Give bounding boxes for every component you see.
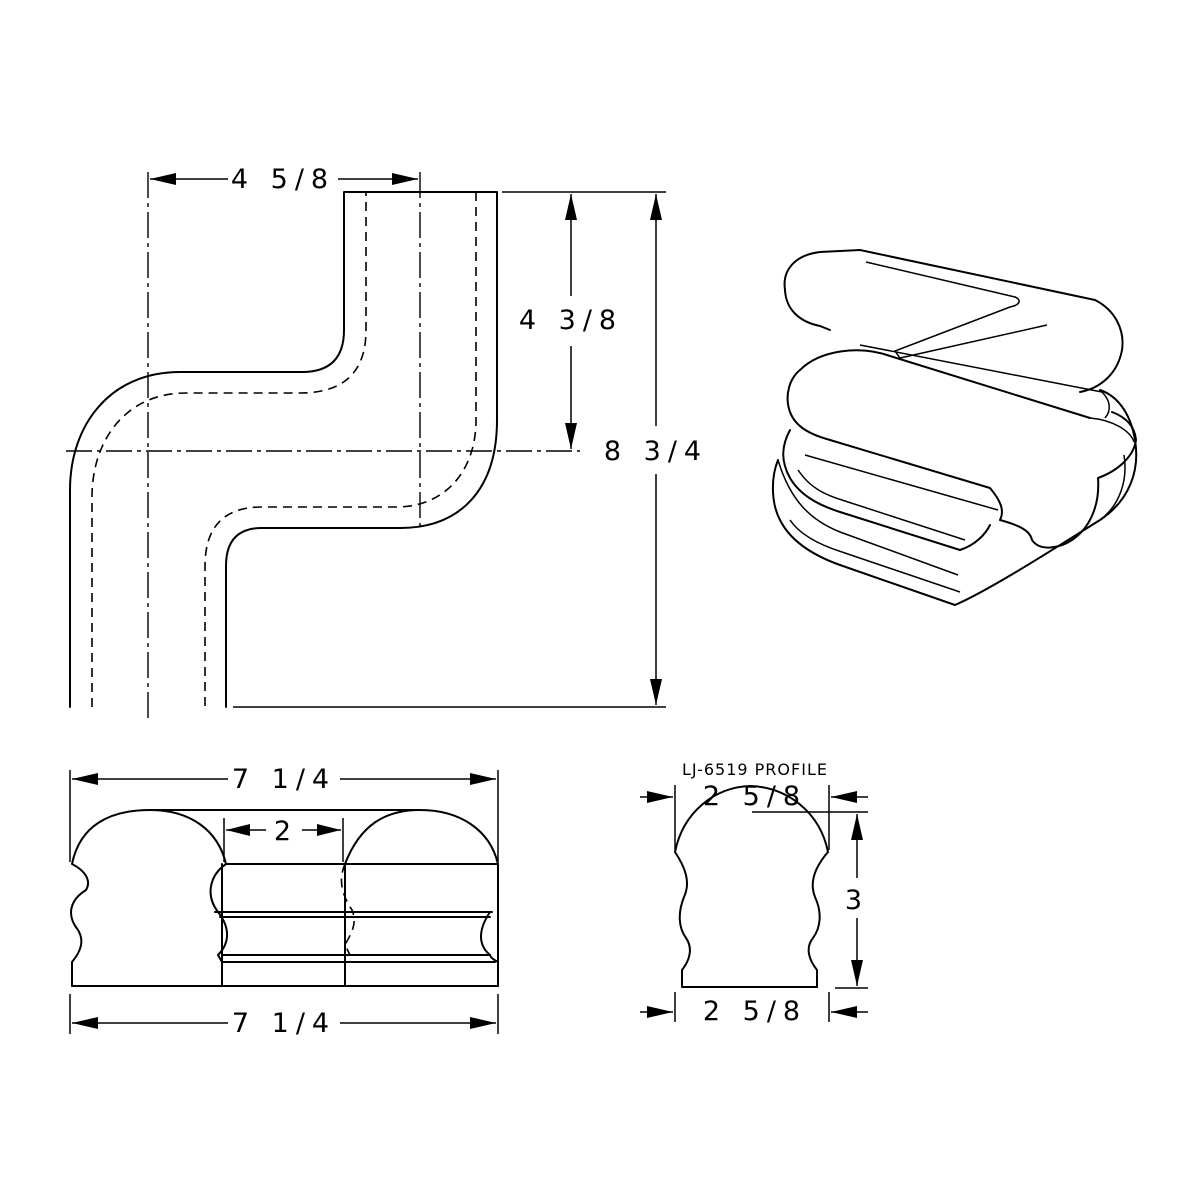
plan-view: 4 5/8 4 3/8 8 3/4 — [66, 164, 708, 722]
dimension-plan-offset: 4 3/8 — [519, 194, 623, 449]
dim-text-profile-top-width: 2 5/8 — [703, 781, 807, 812]
dim-text-profile-bottom-width: 2 5/8 — [703, 996, 807, 1027]
iso-top-rail — [783, 249, 1124, 393]
iso-base-step-2 — [789, 519, 961, 593]
dimension-profile-bottom-width: 2 5/8 — [640, 996, 868, 1027]
iso-top-groove — [865, 261, 1048, 359]
iso-end-profile-2 — [1101, 391, 1110, 419]
iso-bead-line-2 — [804, 454, 999, 511]
dimension-plan-height: 8 3/4 — [604, 194, 708, 705]
profile-view: LJ-6519 PROFILE 2 5/8 3 — [640, 760, 869, 1027]
iso-front-rail-back — [859, 344, 1103, 393]
dim-text-profile-height: 3 — [845, 885, 869, 916]
dim-text-plan-width: 4 5/8 — [231, 164, 335, 195]
iso-base-step — [777, 459, 959, 576]
elevation-right-hidden — [340, 863, 355, 956]
iso-lower-body — [782, 429, 991, 551]
dim-text-plan-offset: 4 3/8 — [519, 305, 623, 336]
dimension-plan-width: 4 5/8 — [150, 164, 418, 195]
plan-hidden-edge-2 — [204, 192, 477, 707]
iso-end-profile — [1089, 417, 1135, 443]
dim-text-elevation-top-length: 7 1/4 — [232, 764, 336, 795]
profile-outline — [674, 785, 829, 988]
dimension-elevation-inner: 2 — [226, 816, 341, 847]
dimension-profile-height: 3 — [845, 814, 869, 986]
iso-front-rail — [786, 369, 1137, 549]
iso-top-rail-underside — [784, 289, 831, 331]
profile-title: LJ-6519 PROFILE — [682, 760, 828, 779]
dimension-profile-top-width: 2 5/8 — [640, 781, 868, 812]
dimension-elevation-bottom-length: 7 1/4 — [72, 1008, 496, 1039]
iso-front-rail-top — [799, 349, 1091, 419]
dim-text-elevation-bottom-length: 7 1/4 — [232, 1008, 336, 1039]
elevation-view: 7 1/4 2 7 1/4 — [69, 764, 499, 1039]
iso-base — [772, 389, 1138, 606]
elevation-left-profile — [70, 809, 228, 987]
isometric-view — [772, 249, 1138, 606]
dim-text-elevation-inner: 2 — [274, 816, 298, 847]
dim-text-plan-height: 8 3/4 — [604, 436, 708, 467]
iso-bead-line — [797, 469, 966, 541]
plan-hidden-edge — [91, 192, 367, 707]
dimension-elevation-top-length: 7 1/4 — [72, 764, 496, 795]
elevation-right-profile — [344, 809, 499, 963]
plan-outline — [69, 191, 498, 708]
